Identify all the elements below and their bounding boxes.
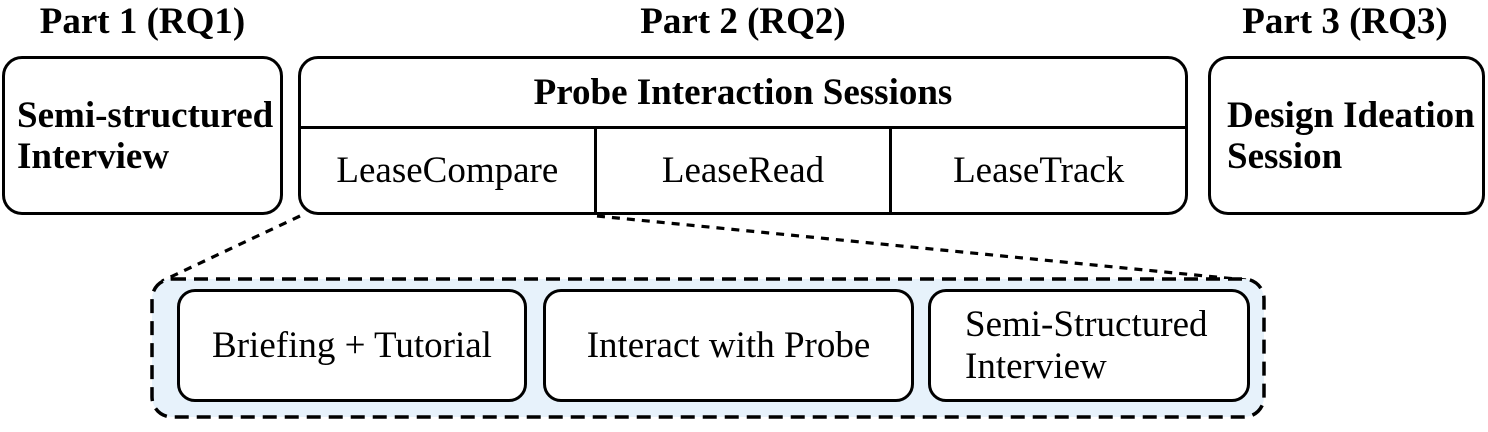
semi-structured-interview-label: Semi-structured Interview [17,94,274,177]
probe-cell-leasecompare-label: LeaseCompare [336,150,559,191]
probe-cell-leasetrack-label: LeaseTrack [953,150,1125,191]
semi-structured-interview-box: Semi-structured Interview [2,56,283,215]
probe-cell-leaseread: LeaseRead [593,129,890,212]
step-interact-probe-box: Interact with Probe [543,289,914,402]
step-briefing-tutorial-box: Briefing + Tutorial [177,289,527,402]
probe-sessions-box: Probe Interaction Sessions LeaseCompare … [298,56,1188,215]
step-semi-structured-interview-label: Semi-Structured Interview [965,303,1208,387]
probe-sessions-row: LeaseCompare LeaseRead LeaseTrack [301,129,1185,212]
probe-sessions-header: Probe Interaction Sessions [301,59,1185,129]
step-semi-structured-interview-box: Semi-Structured Interview [928,289,1250,402]
step-interact-probe-label: Interact with Probe [586,324,871,366]
part1-title: Part 1 (RQ1) [39,1,246,42]
part3-title: Part 3 (RQ3) [1242,1,1448,42]
probe-cell-leasecompare: LeaseCompare [301,129,594,212]
step-briefing-tutorial-label: Briefing + Tutorial [212,324,492,366]
probe-cell-leasetrack: LeaseTrack [889,129,1185,212]
callout-line-left [161,214,301,283]
design-ideation-box: Design Ideation Session [1208,56,1485,215]
part2-title: Part 2 (RQ2) [640,1,846,42]
probe-cell-leaseread-label: LeaseRead [661,150,825,191]
design-ideation-label: Design Ideation Session [1227,94,1475,177]
callout-line-right [596,214,1247,282]
